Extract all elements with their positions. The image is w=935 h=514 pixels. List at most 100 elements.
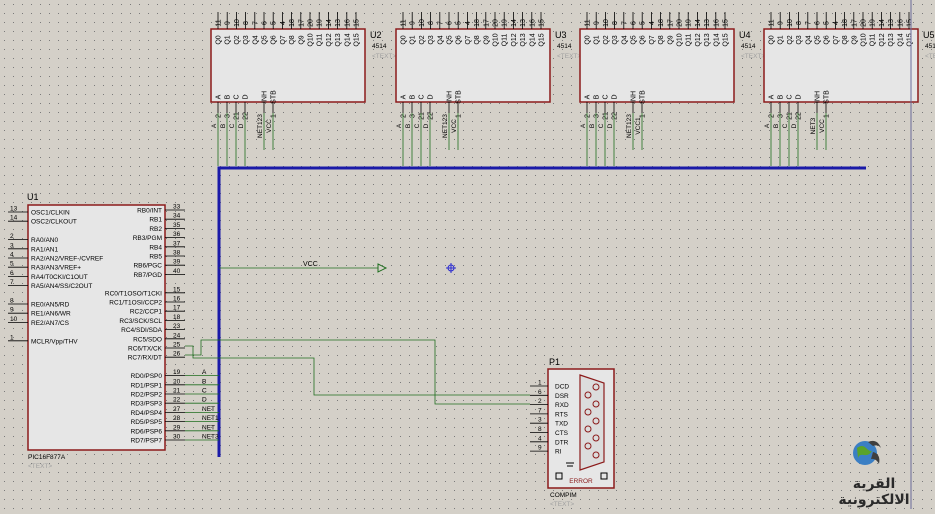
net-label: B [589,124,596,128]
input-pin-label: B [410,94,417,99]
decoder-body[interactable] [579,28,735,103]
output-pin-label: Q13 [520,33,527,46]
output-pin-number: 17 [483,19,490,27]
output-pin-label: Q3 [612,35,619,44]
mcu-right-pin-label: RC6/TX/CK [128,346,163,353]
net-label: D [607,123,614,128]
decoder-u5[interactable]: 11Q09Q110Q28Q37Q46Q55Q64Q718Q817Q920Q101… [763,12,935,166]
output-pin-number: 9 [410,21,417,25]
mcu-right-pin-label: RC2/CCP1 [130,309,163,316]
input-pin-number: 3 [594,114,601,118]
output-pin-label: Q7 [833,35,840,44]
mcu-right-pin-label: RB0/INT [137,208,162,215]
output-pin-label: Q7 [465,35,472,44]
mcu-right-pin-number: 26 [173,351,181,358]
comport-p1[interactable]: P1COMPIM<TEXT>1DCD6DSR2RXD7RTS3TXD8CTS4D… [530,357,615,508]
mcu-u1[interactable]: U1PIC16F877A<TEXT>13OSC1/CLKIN14OSC2/CLK… [8,192,219,470]
output-pin-number: 20 [677,19,684,27]
output-pin-number: 14 [326,19,333,27]
output-pin-label: Q12 [326,33,333,46]
output-pin-label: Q11 [502,34,509,47]
output-pin-number: 7 [437,21,444,25]
mcu-left-pin-number: 2 [10,233,14,240]
output-pin-label: Q14 [897,33,904,46]
output-pin-label: Q4 [252,35,259,44]
decoder-u4[interactable]: 11Q09Q110Q28Q37Q46Q55Q64Q718Q817Q920Q101… [579,12,765,166]
input-pin-label: INH [447,91,454,103]
mcu-left-pin-label: MCLR/Vpp/THV [31,338,78,345]
output-pin-label: Q5 [815,35,822,44]
mcu-right-pin-label: RB7/PGD [133,272,162,279]
input-pin-label: INH [631,91,638,103]
decoder-ref: U5 [923,30,935,40]
output-pin-number: 18 [842,19,849,27]
output-pin-label: Q12 [511,33,518,46]
output-pin-number: 8 [243,21,250,25]
mcu-right-pin-label: RB5 [149,254,162,261]
input-pin-label: STB [640,90,647,104]
output-pin-label: Q14 [713,33,720,46]
comport-pin-number: 9 [538,445,542,452]
mcu-right-pin-label: RB6/PGC [133,263,162,270]
output-pin-label: Q2 [419,35,426,44]
output-pin-number: 20 [861,19,868,27]
mcu-right-pin-label: RC1/T1OSI/CCP2 [109,300,162,307]
net-label: B [773,124,780,128]
output-pin-label: Q10 [493,33,500,46]
mcu-left-pin-number: 7 [10,279,14,286]
comport-pin-label: RI [555,449,562,456]
comport-error-led-left [555,472,563,480]
input-pin-number: 21 [419,112,426,120]
decoder-u2[interactable]: 11Q09Q110Q28Q37Q46Q55Q64Q718Q817Q920Q101… [210,12,396,166]
output-pin-number: 11 [769,19,776,26]
comport-pin-label: TXD [555,421,568,428]
db9-pin-hole [584,425,592,433]
mcu-right-pin-number: 17 [173,305,181,312]
mcu-right-pin-label: RB4 [149,244,162,251]
input-pin-number: 21 [603,112,610,120]
comport-pin-label: DSR [555,393,569,400]
output-pin-number: 4 [280,21,287,25]
input-pin-label: C [234,94,241,99]
mcu-body[interactable] [27,204,166,451]
mcu-left-pin-number: 6 [10,270,14,277]
output-pin-number: 19 [870,19,877,27]
output-pin-label: Q1 [778,35,785,44]
net-label: D [791,123,798,128]
output-pin-label: Q1 [410,35,417,44]
output-pin-label: Q4 [805,35,812,44]
output-pin-number: 7 [621,21,628,25]
mcu-right-pin-label: RD1/PSP1 [131,382,163,389]
mcu-left-pin-number: 4 [10,252,14,259]
mcu-right-pin-label: RC0/T1OSO/T1CKI [105,290,162,297]
input-pin-label: C [603,94,610,99]
db9-connector-icon [579,374,605,471]
output-pin-number: 17 [851,19,858,27]
comport-pin-number: 2 [538,398,542,405]
decoder-text-tag: <TEXT> [925,53,935,60]
input-pin-number: 1 [271,114,278,118]
net-label: NET123 [626,114,633,138]
output-pin-number: 15 [723,19,730,27]
net-label: NET123 [442,114,449,138]
output-pin-number: 5 [824,21,831,25]
mcu-right-pin-label: RD2/PSP2 [131,392,163,399]
output-pin-label: Q14 [529,33,536,46]
decoder-u3[interactable]: 11Q09Q110Q28Q37Q46Q55Q64Q718Q817Q920Q101… [395,12,581,166]
output-pin-number: 6 [631,21,638,25]
decoder-body[interactable] [763,28,919,103]
decoder-body[interactable] [395,28,551,103]
output-pin-number: 18 [289,19,296,27]
input-pin-number: 2 [216,114,223,118]
output-pin-label: Q9 [851,35,858,44]
decoder-ref: U4 [739,30,751,40]
input-pin-label: INH [815,91,822,103]
db9-pin-hole [592,434,600,442]
decoder-body[interactable] [210,28,366,103]
output-pin-label: Q11 [686,34,693,47]
decoder-ref: U2 [370,30,382,40]
mcu-left-pin-number: 14 [10,215,18,222]
output-pin-label: Q7 [649,35,656,44]
